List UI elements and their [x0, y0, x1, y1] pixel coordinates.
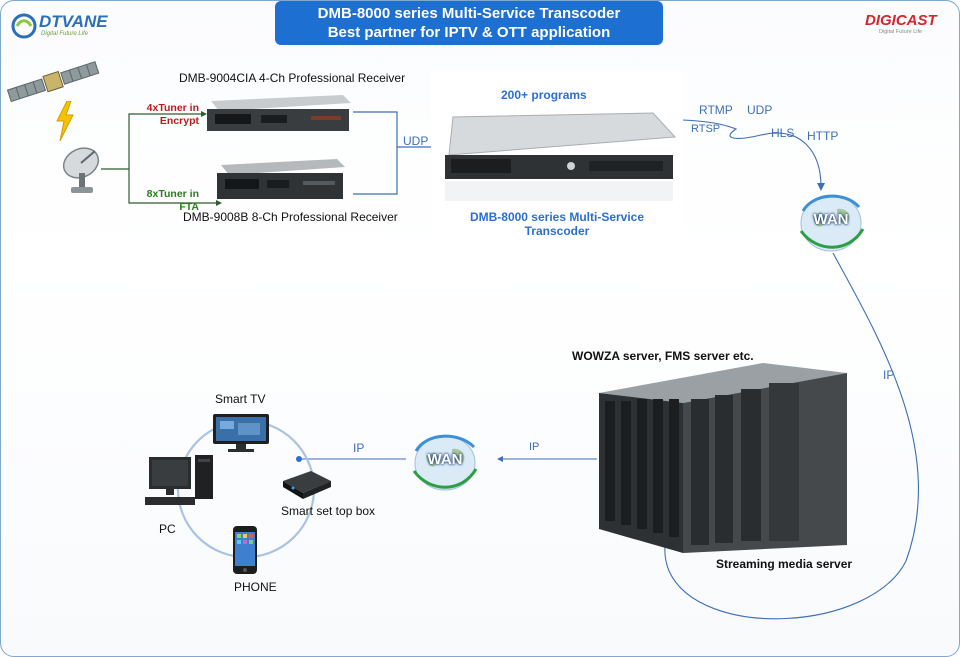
pc-label: PC — [159, 522, 176, 536]
transcoder-caption-line1: DMB-8000 series Multi-Service — [469, 210, 645, 224]
feed-line-top — [101, 113, 201, 170]
wan-cloud-bottom: WAN — [406, 429, 484, 495]
protocol-hls: HLS — [771, 126, 795, 140]
globe-icon — [799, 194, 865, 252]
ip-label-middle: IP — [529, 441, 540, 453]
dtvane-logo: DTVANE Digital Future Life — [9, 10, 109, 44]
programs-label: 200+ programs — [501, 88, 587, 102]
receiver-top-unit — [207, 95, 351, 131]
ip-label-left: IP — [353, 441, 365, 455]
encrypt-tuner-tag: 4xTuner in Encrypt — [141, 102, 199, 128]
udp-bracket — [353, 111, 441, 195]
encrypt-tag-line2: Encrypt — [159, 115, 199, 127]
receiver-bottom-unit — [217, 159, 345, 199]
protocol-rtsp: RTSP — [691, 123, 721, 135]
protocol-http: HTTP — [807, 129, 839, 143]
digicast-tagline: Digital Future Life — [879, 29, 923, 35]
transcoder-caption: DMB-8000 series Multi-Service Transcoder — [431, 210, 683, 238]
transcoder-unit — [445, 112, 677, 201]
dtvane-tagline: Digital Future Life — [41, 31, 89, 37]
phone-icon — [233, 526, 257, 574]
page-subtitle: Best partner for IPTV & OTT application — [327, 24, 611, 41]
set-top-box-label: Smart set top box — [281, 504, 376, 518]
transcoder-to-wan-line — [637, 118, 822, 188]
protocol-rtmp: RTMP — [699, 103, 733, 117]
streaming-server-label: Streaming media server — [716, 557, 853, 571]
fta-tag-line1: 8xTuner in — [146, 188, 199, 200]
receiver-top-label: DMB-9004CIA 4-Ch Professional Receiver — [179, 71, 406, 85]
set-top-box-icon — [283, 471, 331, 499]
wan-top-label: WAN — [813, 211, 849, 228]
fta-tag-line2: FTA — [179, 201, 199, 213]
title-banner: DMB-8000 series Multi-Service Transcoder… — [275, 1, 663, 45]
transcoder-panel: 200+ programs DMB-8000 series Multi-Serv… — [431, 71, 683, 238]
digicast-logo: DIGICAST Digital Future Life — [865, 12, 955, 42]
smart-tv-icon — [213, 414, 269, 452]
dtvane-logo-icon — [11, 13, 37, 39]
satellite-icon — [6, 61, 100, 103]
wan-to-server-line — [664, 252, 919, 620]
receiver-bottom-label: DMB-9008B 8-Ch Professional Receiver — [183, 210, 398, 224]
page-title: DMB-8000 series Multi-Service Transcoder — [317, 5, 621, 22]
ip-label-right: IP — [883, 368, 895, 382]
wan-bottom-label: WAN — [427, 451, 463, 468]
transcoder-caption-line2: Transcoder — [524, 224, 590, 238]
dtvane-logo-text: DTVANE — [39, 12, 108, 31]
server-rack-group — [599, 363, 847, 553]
signal-bolt-icon — [56, 101, 74, 141]
feed-line-bottom — [128, 169, 216, 204]
udp-link-label: UDP — [403, 134, 429, 148]
fta-tuner-tag: 8xTuner in FTA — [135, 188, 199, 214]
smart-tv-label: Smart TV — [215, 392, 266, 406]
protocol-udp: UDP — [747, 103, 773, 117]
satellite-dish-icon — [62, 147, 100, 193]
phone-label: PHONE — [234, 580, 277, 594]
globe-icon — [412, 434, 478, 491]
server-caption: WOWZA server, FMS server etc. — [572, 349, 754, 363]
wan-cloud-top: WAN — [793, 187, 869, 255]
digicast-logo-text: DIGICAST — [865, 12, 937, 29]
pc-icon — [145, 455, 213, 505]
encrypt-tag-line1: 4xTuner in — [146, 102, 199, 114]
